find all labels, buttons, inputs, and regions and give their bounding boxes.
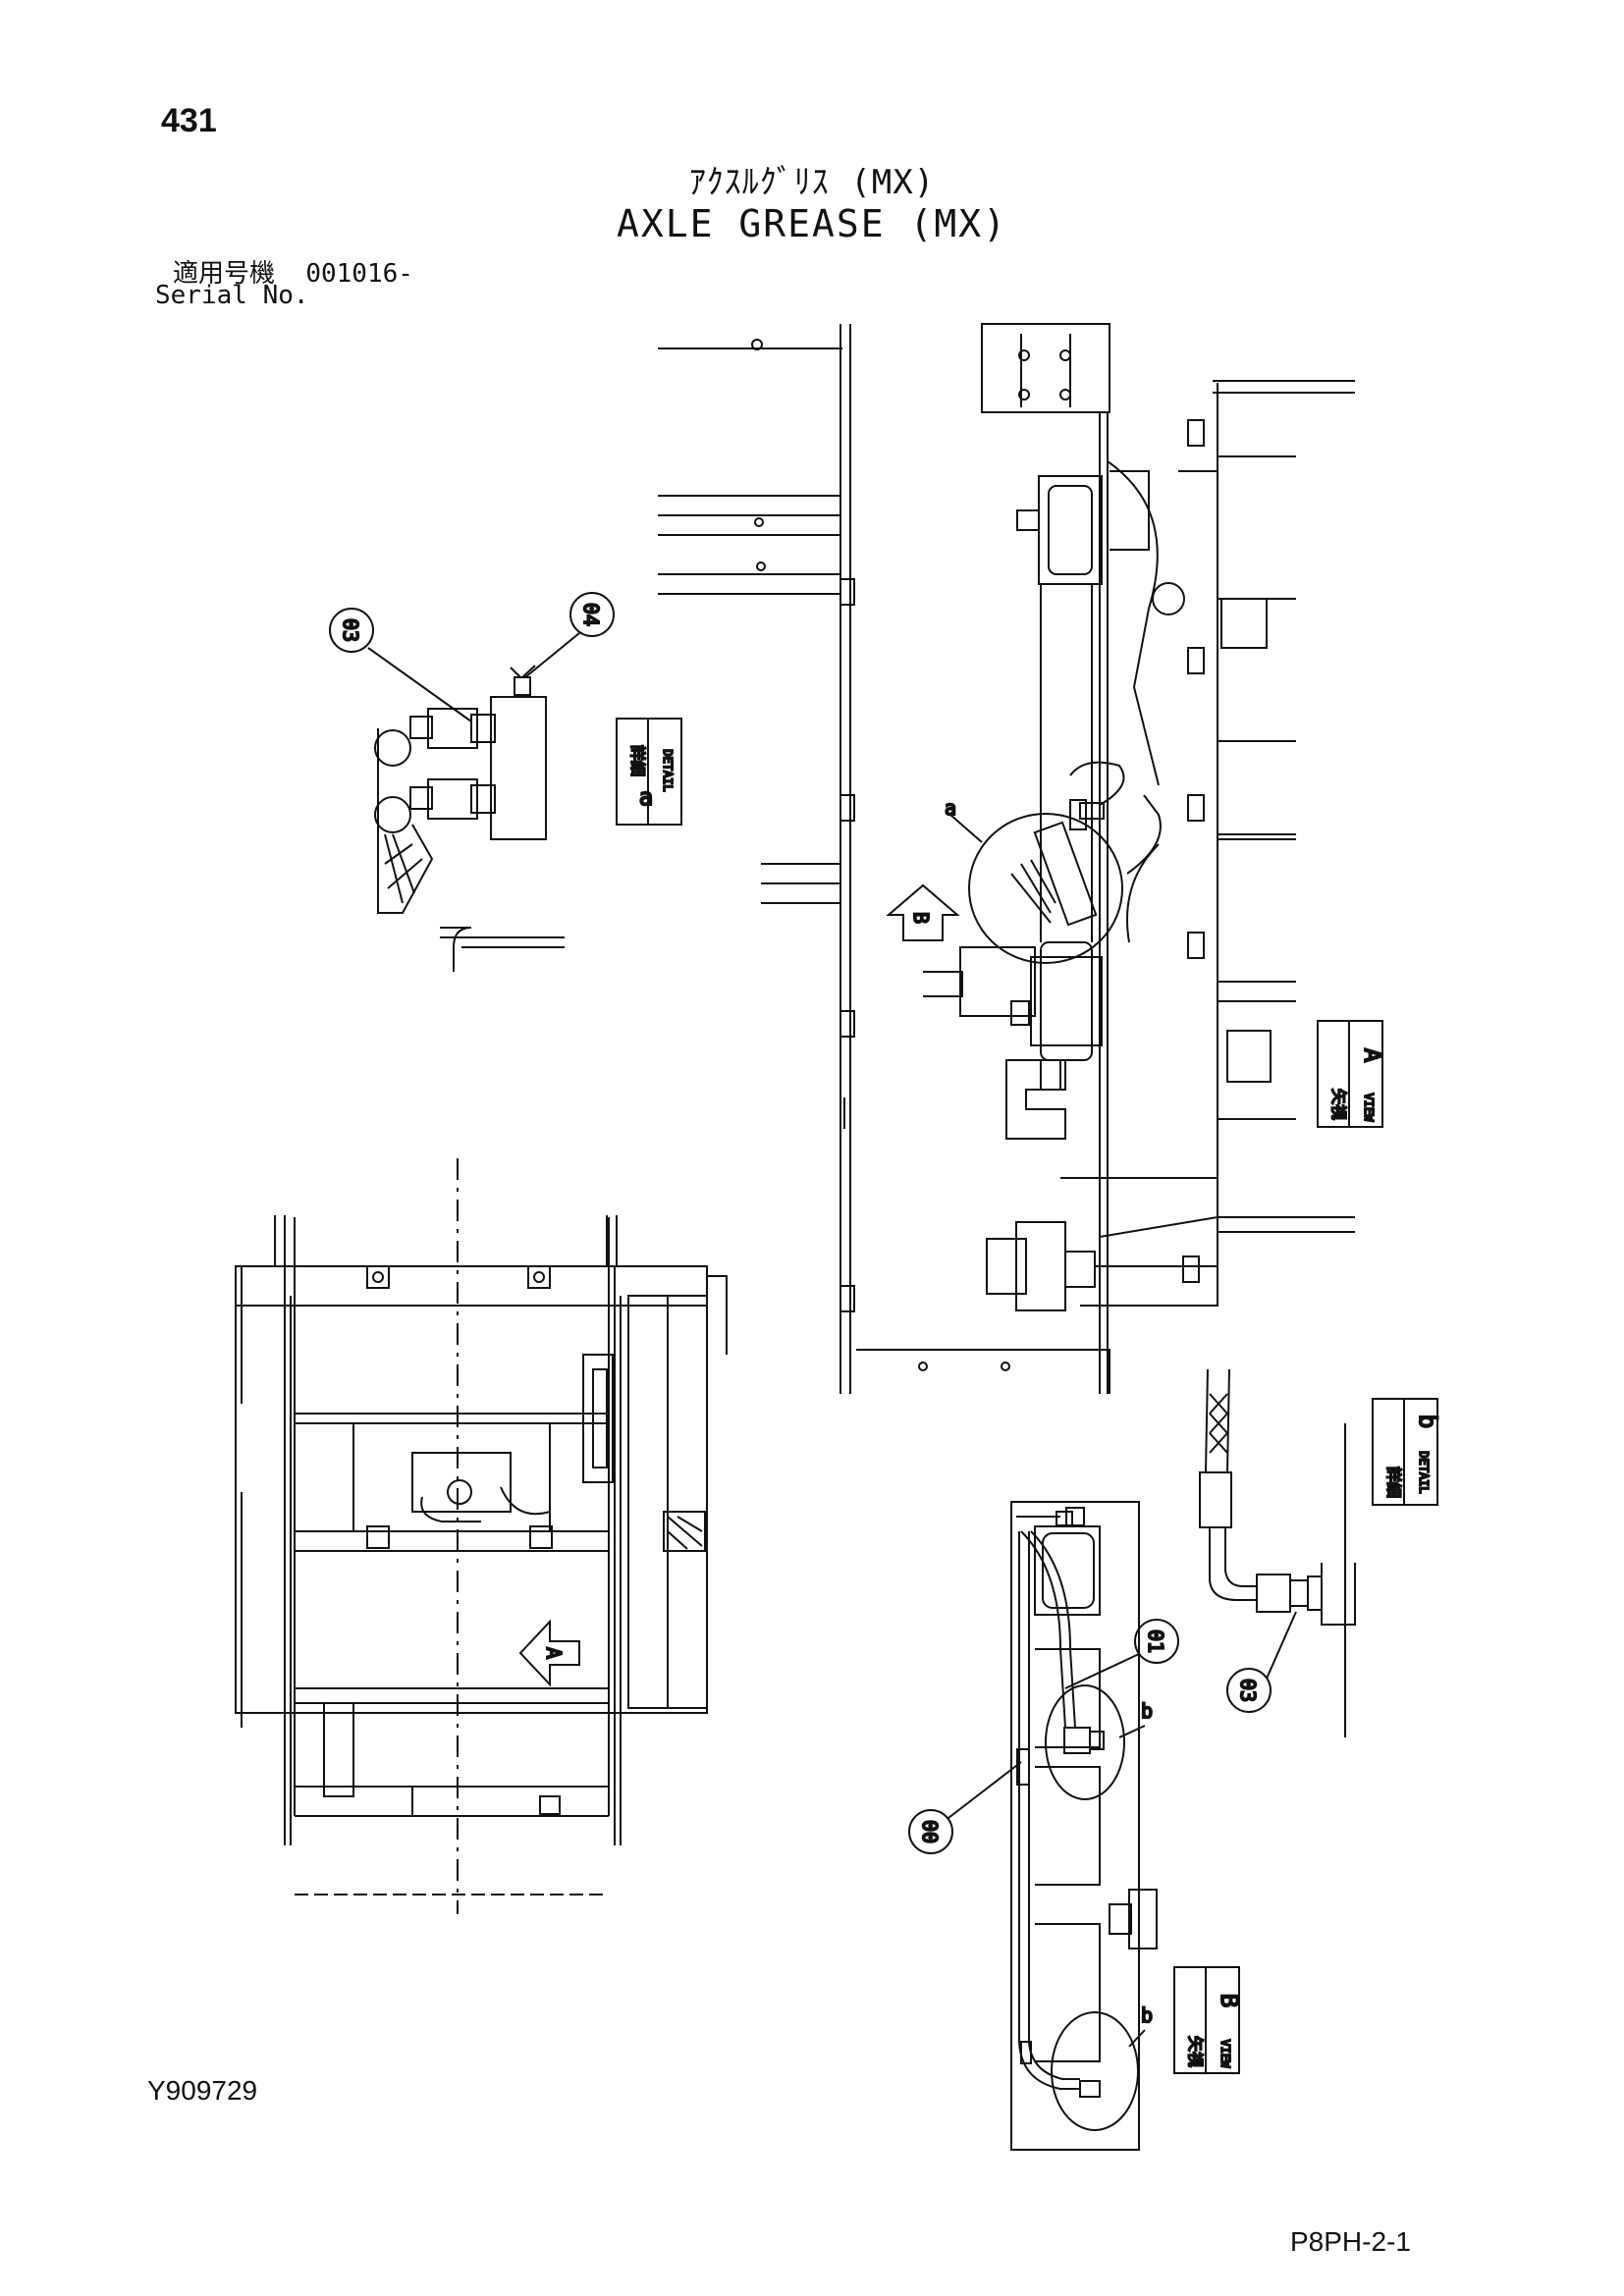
view-a-label-en: VIEW [1362, 1094, 1376, 1123]
plan-view-frame [235, 1158, 728, 1914]
callout-03-bottom-label: 03 [1236, 1679, 1260, 1702]
leader-b-lower: b [1051, 2002, 1154, 2131]
callout-04: 04 [524, 592, 615, 678]
detail-b-view [1199, 1368, 1356, 1737]
view-a-frame [658, 323, 1355, 1394]
serial-label-japanese: 適用号機 [173, 259, 276, 289]
serial-value: 001016- [305, 259, 413, 289]
callout-01-label: 01 [1144, 1629, 1167, 1653]
serial-row: 適用号機 001016- [173, 253, 413, 290]
detail-b-label-en: DETAIL [1417, 1451, 1431, 1493]
view-b-label-jp: 矢視 [1186, 2036, 1205, 2067]
leader-b-upper-label: b [1141, 1699, 1153, 1723]
detail-a-label-en: DETAIL [661, 749, 675, 791]
callout-03-top: 03 [329, 608, 472, 722]
leader-b-lower-label: b [1141, 2003, 1153, 2027]
leader-a-label: a [945, 796, 956, 820]
drawing-code: Y909729 [147, 2075, 258, 2106]
leader-a: a [944, 795, 1123, 964]
detail-a-view [374, 665, 565, 972]
title-english: AXLE GREASE (MX) [616, 202, 1008, 245]
view-b-frame [1010, 1501, 1158, 2151]
detail-b-label-jp: 詳細 [1384, 1467, 1403, 1498]
leader-b-upper: b [1045, 1684, 1154, 1800]
detail-a-label-jp: 詳細 [628, 745, 647, 776]
callout-04-label: 04 [579, 603, 603, 626]
view-a-letter: A [1359, 1048, 1386, 1063]
callout-03-top-label: 03 [339, 618, 362, 642]
callout-00-label: 00 [918, 1820, 942, 1843]
view-b-label-en: VIEW [1218, 2040, 1232, 2069]
callout-00: 00 [908, 1761, 1022, 1854]
page-code: P8PH-2-1 [1290, 2226, 1411, 2257]
view-b-label-box: 矢視 VIEW B [1173, 1966, 1244, 2074]
view-a-label-box: 矢視 VIEW A [1317, 1020, 1387, 1128]
arrow-a-label: A [542, 1647, 566, 1659]
callout-01: 01 [1064, 1619, 1179, 1689]
callout-03-bottom: 03 [1226, 1611, 1297, 1713]
page-number: 431 [161, 102, 217, 139]
detail-b-letter: b [1414, 1415, 1441, 1428]
arrow-b: B [886, 883, 960, 941]
arrow-b-label: B [909, 912, 933, 924]
detail-a-letter: a [639, 783, 653, 811]
view-b-letter: B [1216, 1994, 1243, 2007]
detail-a-label-box: 詳細 DETAIL a [616, 718, 682, 826]
title-japanese: ｱｸｽﾙｸﾞﾘｽ (MX) [688, 163, 936, 202]
arrow-a: A [518, 1619, 580, 1687]
detail-b-label-box: 詳細 DETAIL b [1372, 1398, 1442, 1506]
serial-label-english: Serial No. [155, 281, 309, 310]
view-a-label-jp: 矢視 [1329, 1089, 1348, 1120]
